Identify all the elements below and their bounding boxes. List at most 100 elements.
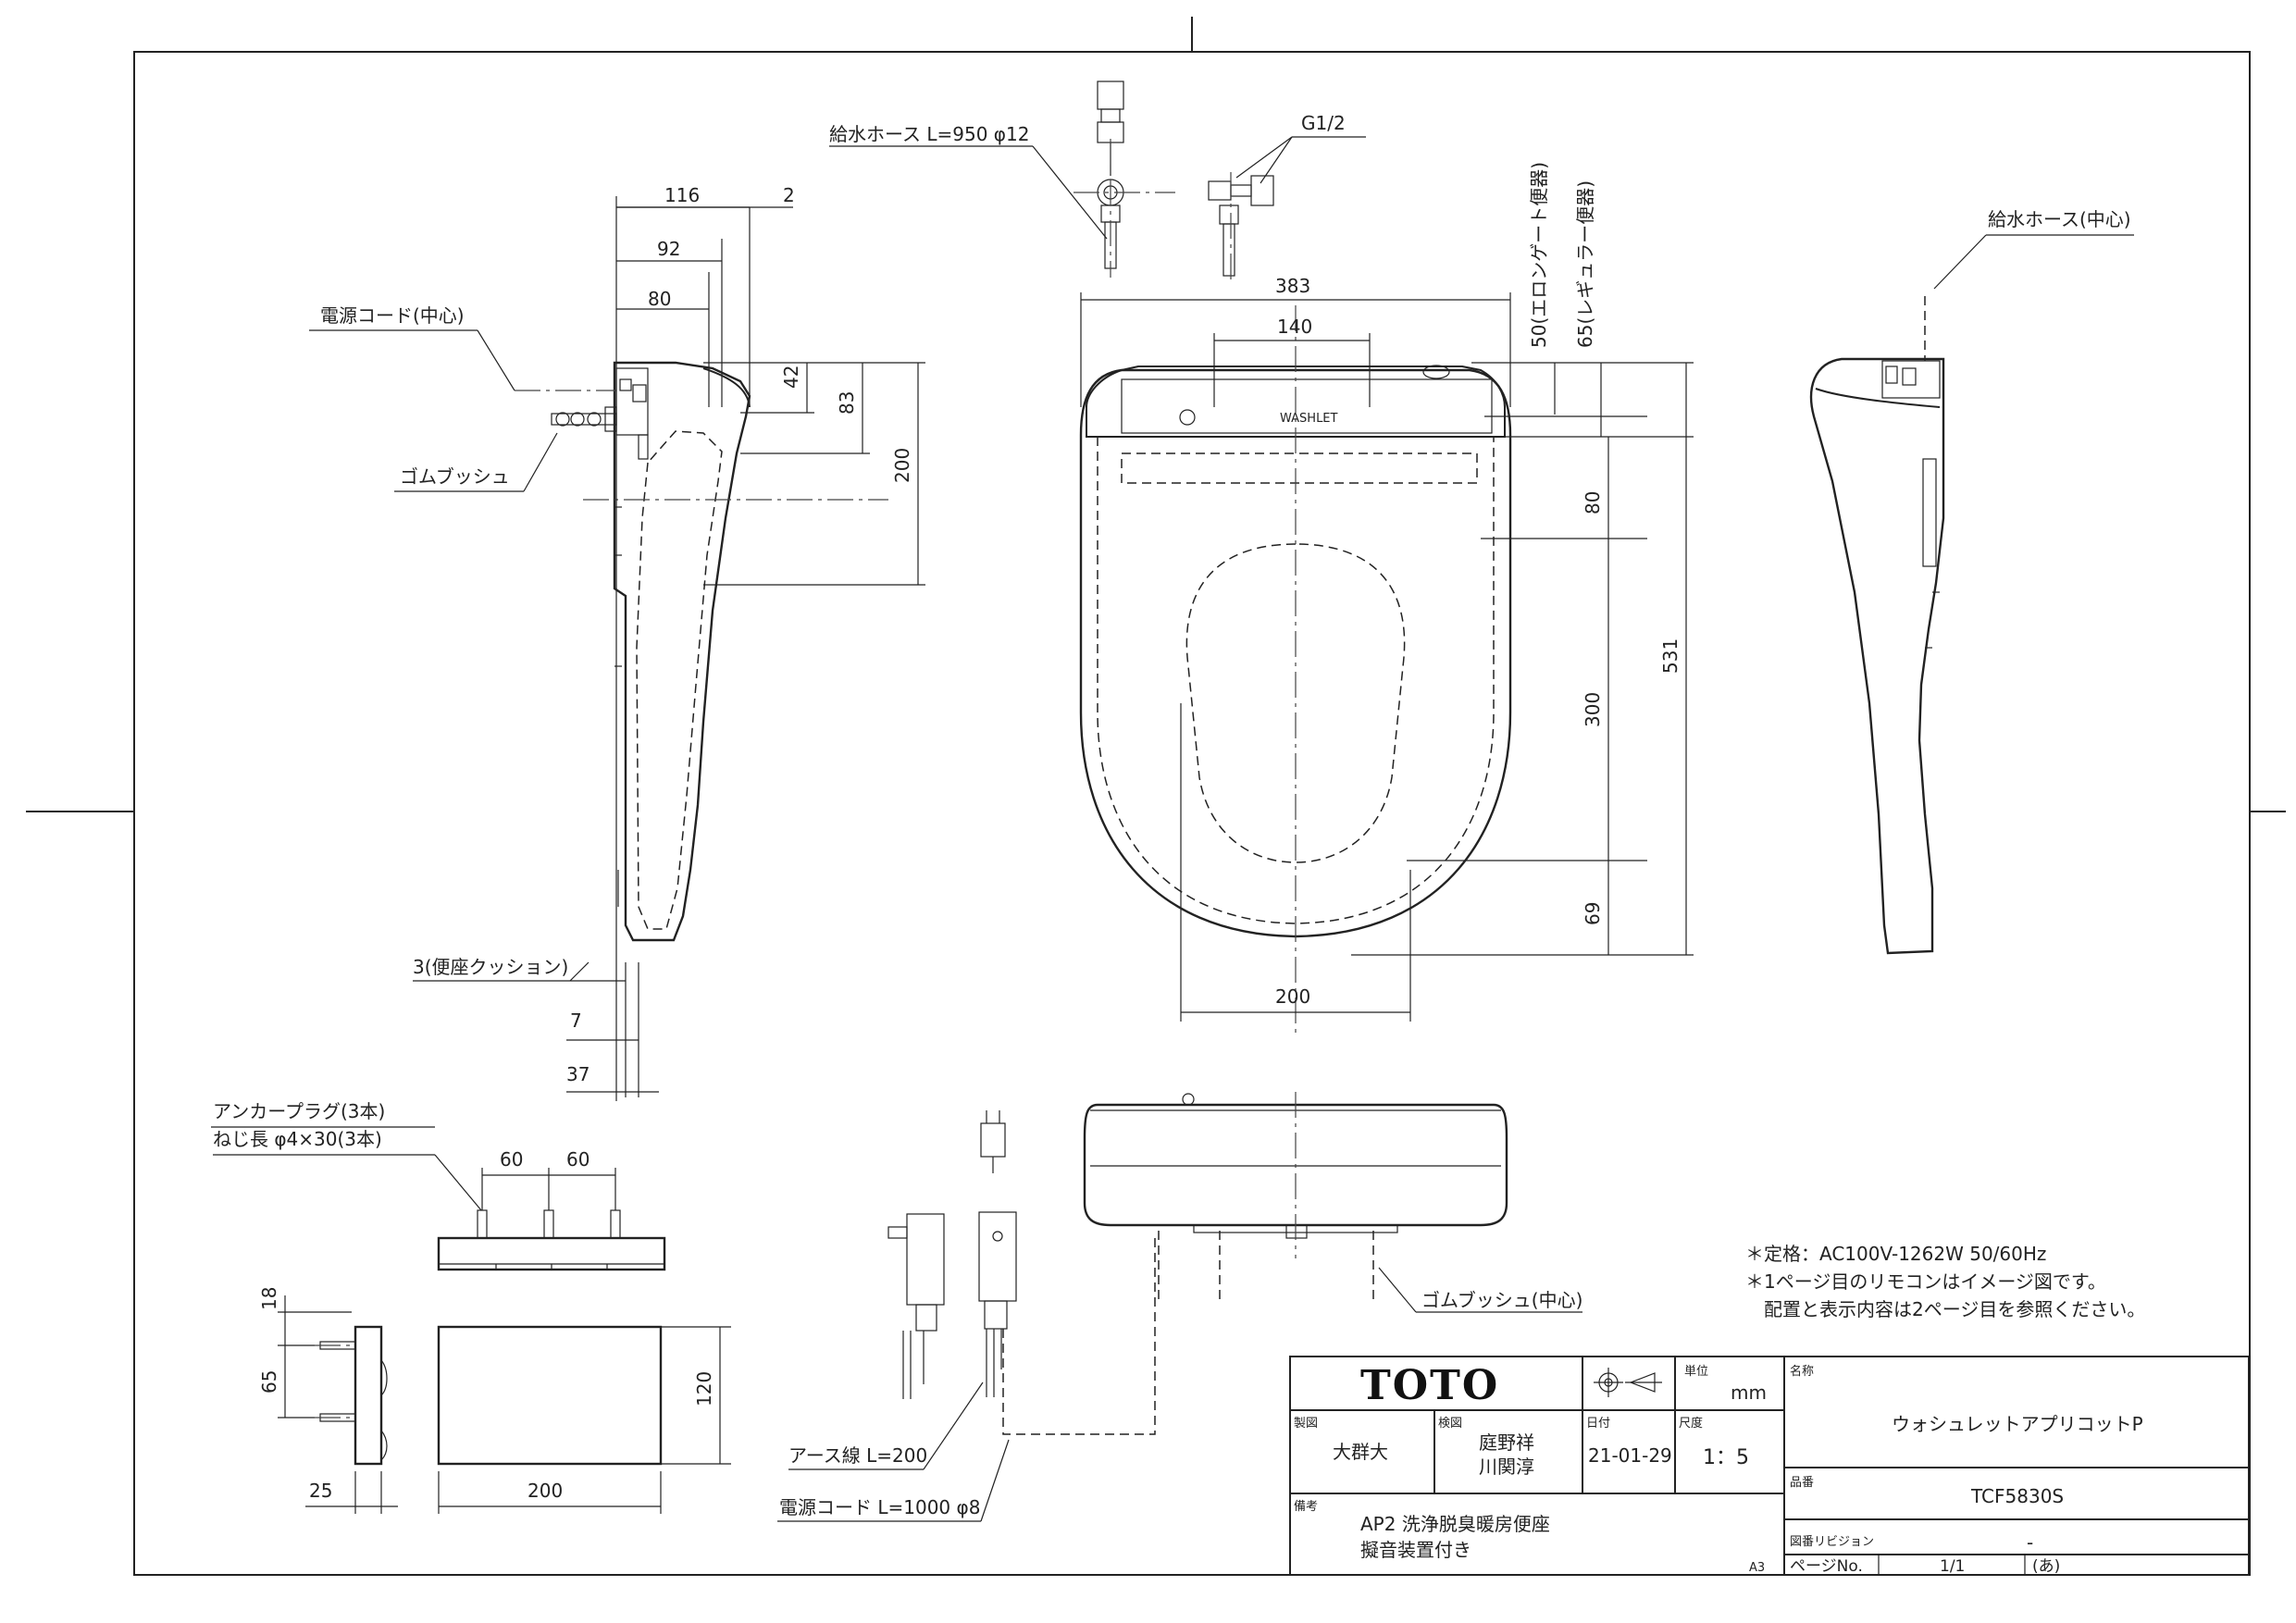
right-lid-line xyxy=(1815,388,1941,408)
side-housing-detail xyxy=(619,378,632,391)
earth-wire-leader xyxy=(923,1381,984,1470)
rubber-bush-leader xyxy=(523,432,558,492)
unit-label: 単位 xyxy=(1684,1364,1708,1379)
top-view: WASHLET xyxy=(1079,305,1512,1036)
dim-83: 83 xyxy=(836,391,858,415)
dim-37: 37 xyxy=(566,1063,590,1085)
anchor-plug-label: アンカープラグ(3本) xyxy=(213,1100,385,1122)
page-label: ページNo. xyxy=(1790,1557,1863,1576)
right-housing-detail xyxy=(1902,367,1917,386)
note-rating: ＊定格：AC100V-1262W 50/60Hz xyxy=(1745,1243,2046,1265)
dim-200h: 200 xyxy=(1275,985,1310,1008)
rear-base-tab xyxy=(1285,1224,1308,1239)
unit-value: mm xyxy=(1731,1381,1767,1404)
revision-value: - xyxy=(2027,1531,2033,1554)
elongated-label: 50(エロンゲート便器) xyxy=(1528,162,1550,348)
remarks-label: 備考 xyxy=(1294,1499,1318,1514)
supply-hose-center-leader xyxy=(1933,234,1987,290)
right-housing-detail xyxy=(1885,365,1898,384)
top-dimensions: 383 140 200 50(エロンゲート便器) 65(レギュラー便器) 80 … xyxy=(1080,162,1694,1022)
projection-symbol-icon xyxy=(1594,1368,1662,1397)
earth-wire-label: アース線 L=200 xyxy=(788,1444,927,1467)
product-name: ウォシュレットアプリコットP xyxy=(1892,1413,2143,1435)
checker-name-2: 川関淳 xyxy=(1479,1456,1534,1478)
bracket-side xyxy=(315,1325,388,1466)
cord-adapter xyxy=(978,1211,1017,1397)
page-mark: (あ) xyxy=(2032,1557,2060,1576)
rear-unit-cap xyxy=(1422,365,1450,379)
seat-opening-hidden xyxy=(1185,543,1406,863)
seat-cushion-label: 3(便座クッション) xyxy=(413,956,568,978)
remarks-line-2: 擬音装置付き xyxy=(1360,1539,1471,1561)
supply-hose-center-label: 給水ホース(中心) xyxy=(1988,208,2131,230)
rear-unit-button xyxy=(1179,409,1196,426)
dim-60a: 60 xyxy=(500,1148,523,1171)
page-value: 1/1 xyxy=(1940,1557,1965,1576)
hidden-bracket xyxy=(1121,452,1478,484)
power-plug xyxy=(980,1110,1006,1173)
g-half-leader xyxy=(1235,136,1293,179)
date-value: 21-01-29 xyxy=(1588,1444,1672,1467)
dim-531: 531 xyxy=(1659,638,1682,674)
paper-size: A3 xyxy=(1749,1561,1765,1575)
g-half-leader xyxy=(1260,136,1293,184)
dim-69: 69 xyxy=(1582,902,1604,925)
checker-label: 検図 xyxy=(1438,1417,1462,1431)
rubber-bush-center-label: ゴムブッシュ(中心) xyxy=(1421,1289,1582,1311)
power-cord-label: 電源コード L=1000 φ8 xyxy=(779,1496,980,1518)
part-label: 品番 xyxy=(1790,1476,1814,1490)
dim-383: 383 xyxy=(1275,275,1310,297)
earth-wire-terminal xyxy=(887,1213,945,1399)
brand-logo: TOTO xyxy=(1360,1362,1499,1409)
dim-116: 116 xyxy=(664,184,700,206)
dim-200v: 200 xyxy=(891,448,913,483)
part-number: TCF5830S xyxy=(1970,1485,2064,1507)
drafter-label: 製図 xyxy=(1294,1417,1318,1431)
dim-7: 7 xyxy=(570,1010,582,1032)
power-cord-center-label: 電源コード(中心) xyxy=(320,304,465,327)
side-view-right xyxy=(1809,357,1945,955)
rear-unit xyxy=(1086,365,1506,438)
drafter-value: 大群大 xyxy=(1333,1441,1388,1463)
checker-name-1: 庭野祥 xyxy=(1479,1431,1534,1454)
side-housing-detail xyxy=(632,384,647,403)
note-layout: 配置と表示内容は2ページ目を参照ください。 xyxy=(1764,1298,2145,1320)
dim-200c: 200 xyxy=(527,1480,563,1502)
dim-42: 42 xyxy=(780,365,802,389)
g-half-label: G1/2 xyxy=(1301,112,1346,134)
supply-hose-fitting xyxy=(1074,81,1175,278)
anchor-leader xyxy=(434,1154,482,1211)
supply-hose-label: 給水ホース L=950 φ12 xyxy=(829,123,1029,145)
scale-label: 尺度 xyxy=(1679,1416,1703,1431)
side-dimensions: 116 2 92 80 42 83 200 3(便座クッション) 7 37 xyxy=(413,184,925,1101)
seat-hidden-outline xyxy=(1097,437,1495,924)
regular-label: 65(レギュラー便器) xyxy=(1574,180,1596,348)
title-block xyxy=(1289,1356,2250,1576)
dim-80a: 80 xyxy=(648,288,671,310)
power-cord-leader xyxy=(477,329,515,391)
side-housing-detail xyxy=(638,434,649,460)
dim-92: 92 xyxy=(657,238,680,260)
dim-18: 18 xyxy=(258,1287,280,1310)
side-body-outline xyxy=(613,361,751,942)
revision-label: 図番リビジョン xyxy=(1790,1535,1874,1549)
screw-length-label: ねじ長 φ4×30(3本) xyxy=(213,1128,382,1150)
date-label: 日付 xyxy=(1586,1417,1610,1431)
anchor-plate-top xyxy=(437,1209,666,1271)
right-rear-panel xyxy=(1922,458,1937,567)
note-remote: ＊1ページ目のリモコンはイメージ図です。 xyxy=(1745,1270,2106,1293)
valve-fitting xyxy=(1208,172,1274,283)
rear-bush-leader xyxy=(1378,1267,1417,1313)
side-view-left xyxy=(515,361,888,942)
dim-2: 2 xyxy=(783,184,795,206)
cord-hidden-route xyxy=(1002,1234,1156,1435)
side-lid-curve xyxy=(702,367,751,408)
name-label: 名称 xyxy=(1790,1364,1814,1379)
supply-hose-leader xyxy=(1032,145,1108,240)
rubber-bush-fitting xyxy=(551,406,617,432)
dim-60b: 60 xyxy=(566,1148,590,1171)
rear-unit-logo: WASHLET xyxy=(1280,412,1338,426)
rubber-bush-label: ゴムブッシュ xyxy=(400,465,510,488)
dim-80b: 80 xyxy=(1582,491,1604,514)
